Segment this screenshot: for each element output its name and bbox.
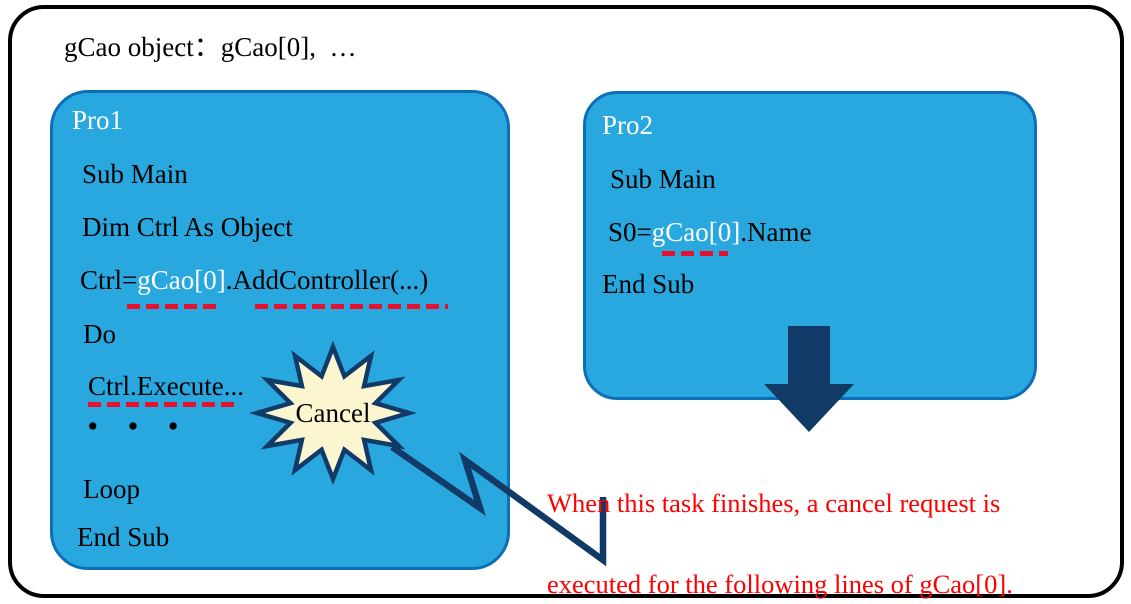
pro1-ctrl-pre: Ctrl= [80, 265, 138, 295]
pro1-line-do: Do [83, 319, 116, 349]
pro1-line-dim: Dim Ctrl As Object [82, 212, 293, 242]
underline-execute [88, 402, 239, 407]
pro1-title: Pro1 [72, 105, 124, 135]
pro1-line-end-sub: End Sub [77, 522, 170, 552]
pro2-s0-post: .Name [740, 217, 812, 247]
pro1-line-sub-main: Sub Main [82, 159, 188, 189]
underline-gcao-pro2 [662, 251, 728, 256]
pro2-line-sub-main: Sub Main [610, 164, 716, 194]
underline-addcontroller [255, 304, 448, 309]
pro1-line-execute: Ctrl.Execute... [88, 371, 244, 401]
underline-gcao-pro1 [127, 304, 216, 309]
annotation-line2: executed for the following lines of gCao… [547, 569, 1013, 599]
pro2-title: Pro2 [602, 110, 654, 140]
annotation-text: When this task finishes, a cancel reques… [547, 436, 1122, 604]
pro1-ctrl-gcao-object: gCao[0] [137, 265, 226, 295]
outer-frame [8, 5, 1124, 598]
pro1-ctrl-post: .AddController(...) [225, 265, 429, 295]
annotation-line1: When this task finishes, a cancel reques… [547, 488, 1001, 518]
pro2-s0-gcao-object: gCao[0] [651, 217, 741, 247]
pro1-line-loop: Loop [83, 474, 140, 504]
pro2-line-end-sub: End Sub [602, 269, 695, 299]
pro1-box: Pro1 Sub Main Dim Ctrl As Object Ctrl=gC… [50, 90, 510, 570]
page-title: gCao object：gCao[0], … [64, 32, 357, 62]
cancel-label: Cancel [295, 398, 371, 428]
pro2-line-s0: S0=gCao[0].Name [608, 217, 811, 248]
pro2-s0-pre: S0= [608, 217, 652, 247]
pro1-ellipsis-dots: • • • [88, 411, 190, 441]
pro2-box: Pro2 Sub Main S0=gCao[0].Name End Sub [583, 91, 1037, 400]
pro1-line-ctrl: Ctrl=gCao[0].AddController(...) [80, 265, 428, 296]
